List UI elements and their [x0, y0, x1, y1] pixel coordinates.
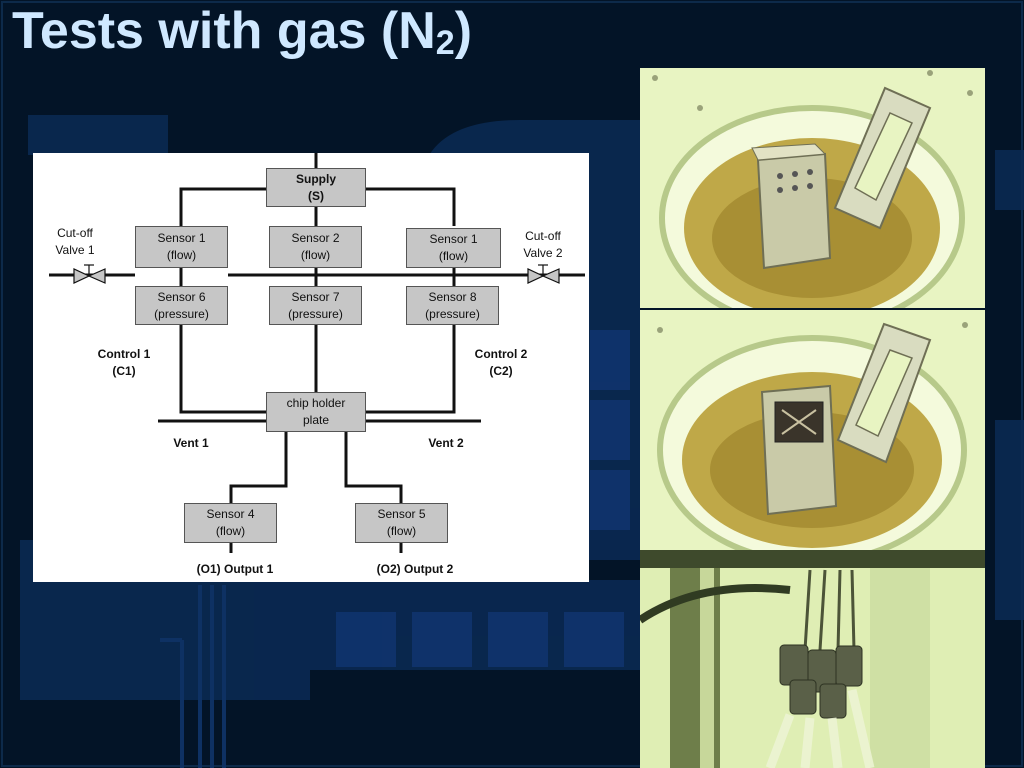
- control-1-label: Control 1 (C1): [88, 346, 160, 380]
- supply-box: Supply (S): [266, 168, 366, 207]
- sensor-type: (pressure): [154, 306, 209, 321]
- vent-2-label: Vent 2: [428, 436, 464, 450]
- sensor-6-box: Sensor 6 (pressure): [135, 286, 228, 325]
- valve-1-line2: Valve 1: [55, 243, 95, 257]
- sensor-type: (flow): [438, 249, 469, 263]
- sensor-name: Sensor 4: [206, 507, 255, 521]
- sensor-7-box: Sensor 7 (pressure): [269, 286, 362, 325]
- control-2-label: Control 2 (C2): [465, 346, 537, 380]
- photo-chip-mounted: [640, 310, 985, 550]
- valve-1-line1: Cut-off: [57, 226, 93, 240]
- sensor-type: (pressure): [425, 306, 480, 321]
- output-1-label: (O1) Output 1: [196, 562, 274, 576]
- cutoff-valve-2-icon: [527, 264, 560, 284]
- sensor-5-box: Sensor 5 (flow): [355, 503, 448, 543]
- sensor-type: (flow): [166, 248, 197, 262]
- sensor-name: Sensor 1: [429, 232, 478, 246]
- valve-1-label: Cut-off Valve 1: [47, 225, 103, 259]
- sensor-type: (pressure): [288, 306, 343, 321]
- valve-2-line2: Valve 2: [523, 246, 563, 260]
- slide-title: Tests with gas (N2): [12, 0, 472, 64]
- sensor-name: Sensor 8: [428, 289, 477, 304]
- sensor-name: Sensor 5: [377, 507, 426, 521]
- supply-code: (S): [308, 188, 324, 203]
- cutoff-valve-1-icon: [73, 264, 106, 284]
- sensor-1-left-box: Sensor 1 (flow): [135, 226, 228, 268]
- control-2-line1: Control 2: [474, 347, 528, 361]
- sensor-2-box: Sensor 2 (flow): [269, 226, 362, 268]
- control-1-line2: (C1): [112, 364, 136, 378]
- sensor-1-right-box: Sensor 1 (flow): [406, 228, 501, 268]
- control-1-line1: Control 1: [97, 347, 151, 361]
- sensor-name: Sensor 1: [157, 231, 206, 245]
- valve-2-line1: Cut-off: [525, 229, 561, 243]
- sensor-type: (flow): [386, 524, 417, 538]
- valve-2-label: Cut-off Valve 2: [515, 228, 571, 262]
- title-subscript: 2: [435, 24, 455, 62]
- chip-holder-plate-box: chip holder plate: [266, 392, 366, 432]
- vent-1-label: Vent 1: [173, 436, 209, 450]
- chip-holder-line2: plate: [302, 413, 330, 427]
- chip-holder-line1: chip holder: [286, 396, 346, 410]
- title-closing: ): [454, 2, 473, 60]
- title-text: Tests with gas (N: [12, 2, 436, 60]
- sensor-name: Sensor 7: [291, 289, 340, 304]
- sensor-4-box: Sensor 4 (flow): [184, 503, 277, 543]
- supply-label: Supply: [295, 171, 336, 186]
- gas-flow-diagram: Supply (S) Sensor 1 (flow) Sensor 2 (flo…: [33, 153, 589, 582]
- control-2-line2: (C2): [489, 364, 513, 378]
- sensor-8-box: Sensor 8 (pressure): [406, 286, 499, 325]
- sensor-name: Sensor 2: [291, 231, 340, 245]
- sensor-type: (flow): [300, 248, 331, 262]
- output-2-label: (O2) Output 2: [376, 562, 454, 576]
- photo-chip-holder-open: [640, 68, 985, 308]
- photo-gas-connectors: [640, 550, 985, 768]
- sensor-name: Sensor 6: [157, 289, 206, 304]
- sensor-type: (flow): [215, 524, 246, 538]
